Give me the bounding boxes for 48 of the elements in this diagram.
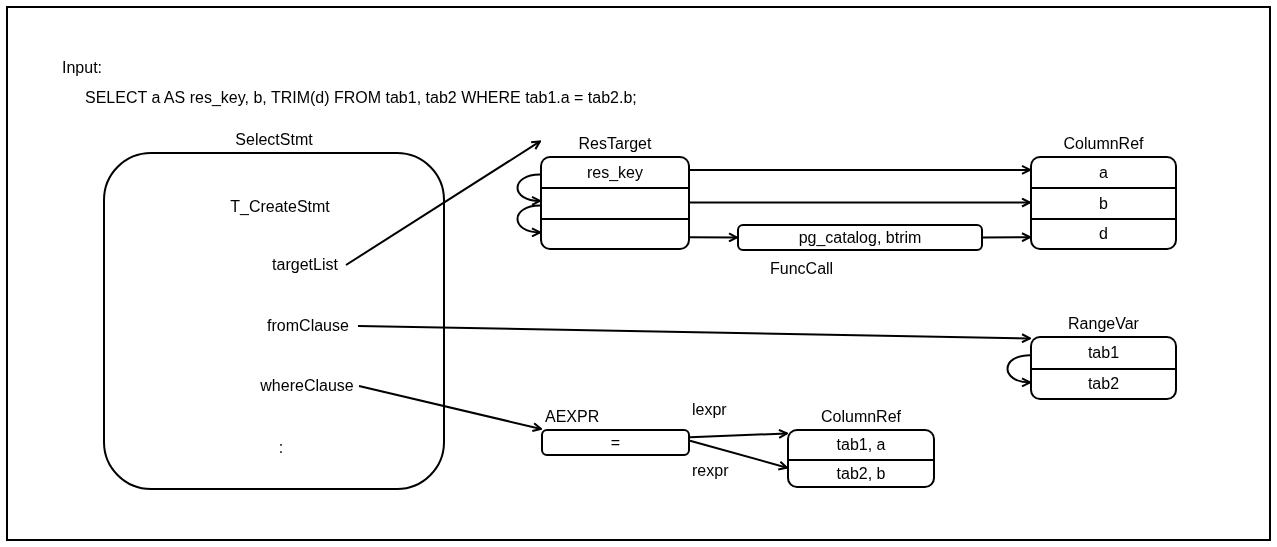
record-row xyxy=(1030,218,1177,250)
link-arrow xyxy=(516,173,541,206)
field-text: tab2 xyxy=(1087,374,1120,394)
field-text: tab1 xyxy=(1087,343,1120,363)
node-heading: ColumnRef xyxy=(1062,134,1145,154)
node-heading: ColumnRef xyxy=(820,407,902,427)
field-text: pg_catalog, btrim xyxy=(798,227,922,248)
field-name: targetList xyxy=(264,254,346,276)
record-row xyxy=(540,156,690,187)
edge-label: lexpr xyxy=(690,400,729,420)
record-row xyxy=(787,429,935,459)
field-name: : xyxy=(266,437,296,459)
node-heading: AEXPR xyxy=(544,407,600,427)
field-text: b xyxy=(1099,193,1108,214)
node-heading: ResTarget xyxy=(577,134,653,154)
link-arrow xyxy=(516,204,541,237)
input-label: Input: xyxy=(62,58,103,78)
arrow xyxy=(982,232,1031,243)
node-heading: SelectStmt xyxy=(234,130,314,150)
arrow xyxy=(689,164,1031,175)
arrow xyxy=(689,197,1031,208)
field-text: res_key xyxy=(587,162,643,183)
record-row xyxy=(1030,187,1177,218)
arrow xyxy=(689,428,788,439)
field-text: a xyxy=(1099,162,1108,183)
arrow xyxy=(689,232,738,243)
field-name: fromClause xyxy=(258,315,358,337)
arrow xyxy=(357,325,1031,344)
record-row xyxy=(1030,368,1177,400)
field-text: tab1, a xyxy=(836,435,886,455)
sql-query: SELECT a AS res_key, b, TRIM(d) FROM tab1, tab2 WHERE tab1.a = tab2.b; xyxy=(85,88,637,108)
node-caption: FuncCall xyxy=(770,259,834,279)
link-arrow xyxy=(1006,354,1031,387)
record-box xyxy=(737,224,983,251)
node-heading: RangeVar xyxy=(1067,314,1140,334)
record-row xyxy=(540,187,690,218)
record-row xyxy=(787,459,935,488)
arrow xyxy=(689,439,788,471)
field-text: tab2, b xyxy=(836,463,886,484)
field-name: whereClause xyxy=(255,375,359,397)
field-text: = xyxy=(610,432,621,453)
record-row xyxy=(1030,336,1177,368)
arrow xyxy=(358,385,542,432)
arrow xyxy=(345,140,541,266)
record-row xyxy=(540,218,690,250)
record-row xyxy=(1030,156,1177,187)
field-name: T_CreateStmt xyxy=(200,196,360,218)
field-text: d xyxy=(1099,224,1108,244)
